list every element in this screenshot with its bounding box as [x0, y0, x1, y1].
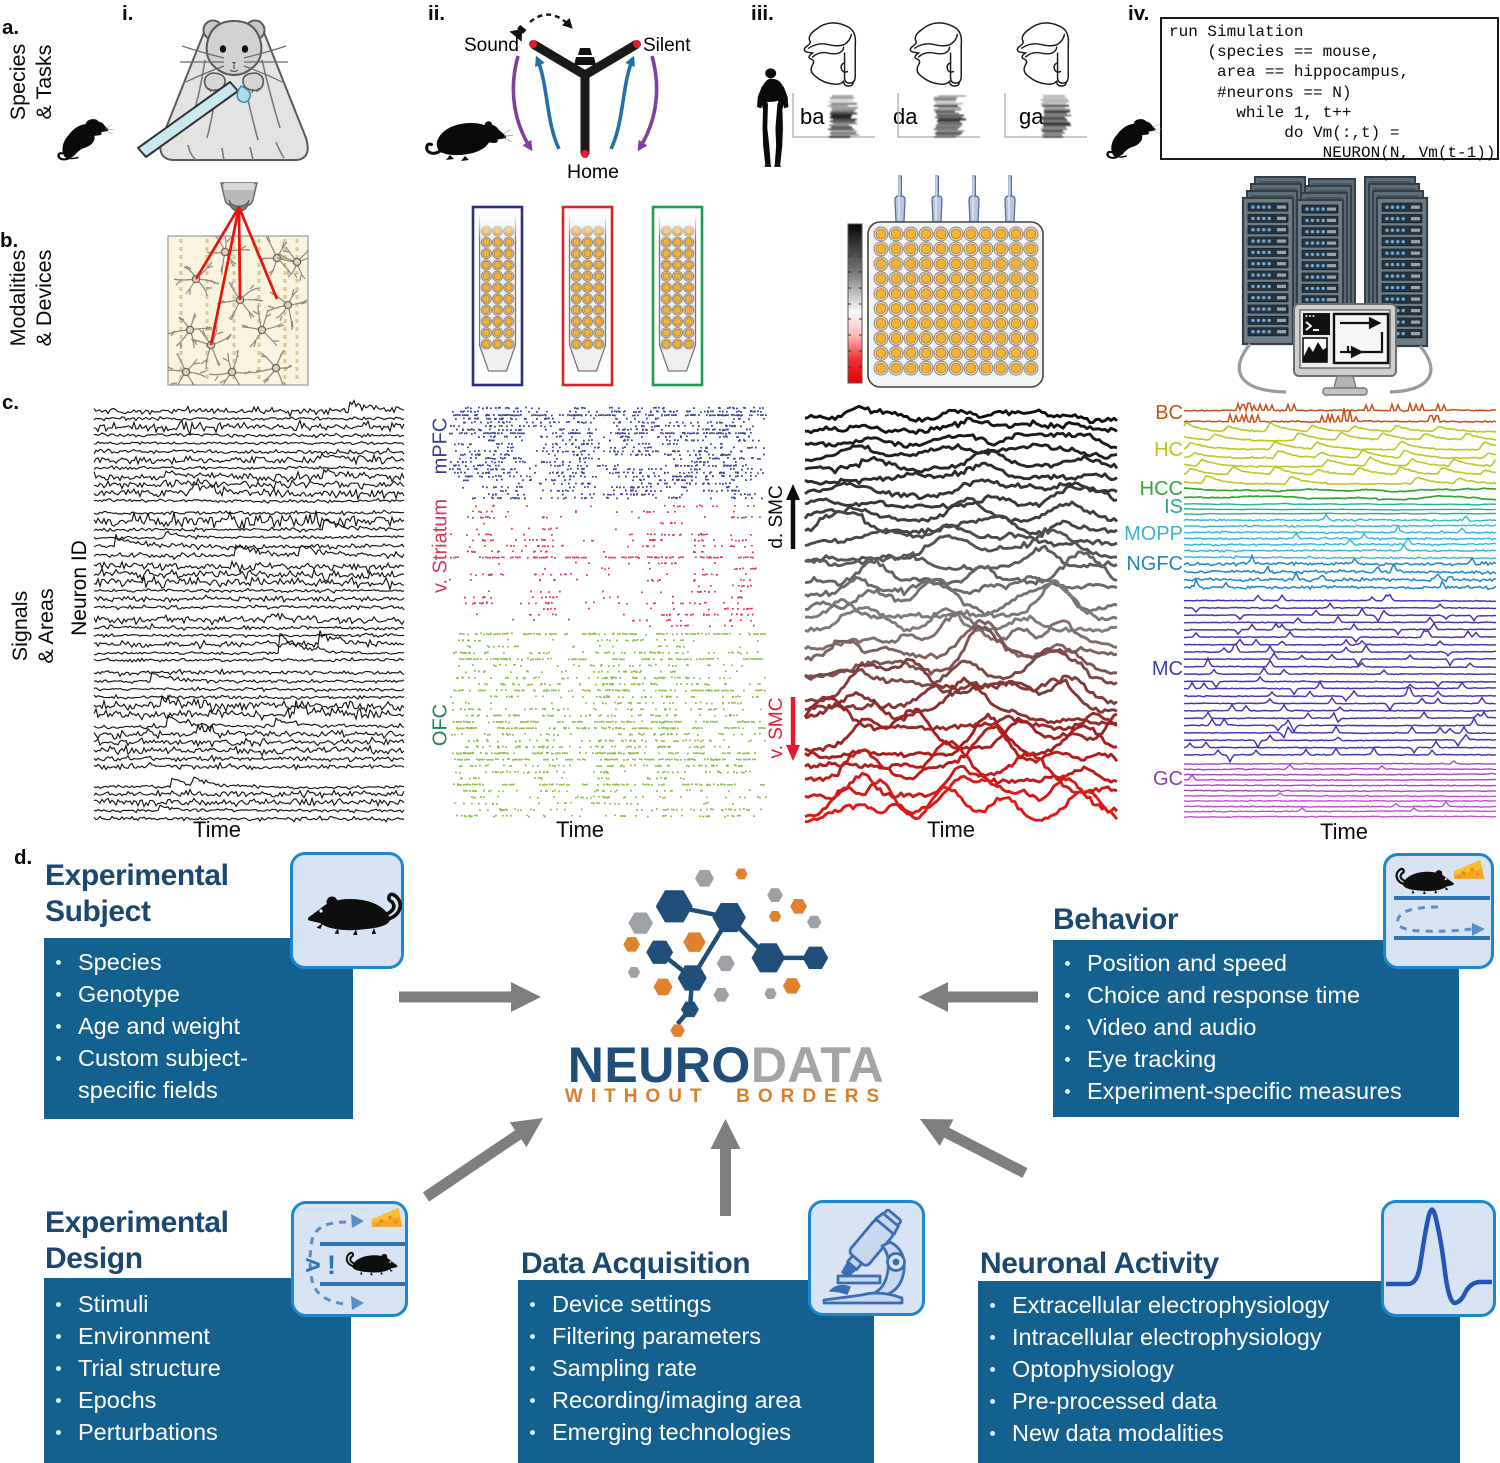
- svg-text:>: >: [305, 1250, 321, 1280]
- svg-text:!: !: [327, 1250, 336, 1280]
